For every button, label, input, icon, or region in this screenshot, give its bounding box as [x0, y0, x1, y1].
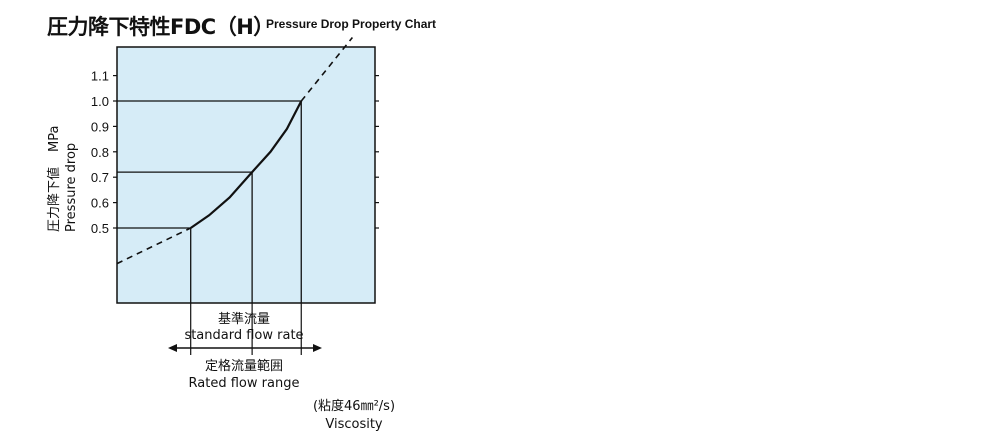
y-tick-label: 0.7 — [91, 170, 109, 185]
pressure-drop-curve — [190, 100, 303, 229]
y-tick-label: 0.8 — [91, 145, 109, 160]
chart-title-en: Pressure Drop Property Chart — [266, 17, 437, 31]
standard-flow-label-en: standard flow rate — [184, 328, 303, 343]
rated-range-label-en: Rated flow range — [189, 376, 300, 391]
y-tick-label: 0.6 — [91, 196, 109, 211]
rated-range-label-jp: 定格流量範囲 — [205, 358, 283, 374]
viscosity-label-jp: (粘度46㎜²/s) — [313, 398, 395, 414]
y-tick-label: 0.9 — [91, 119, 109, 134]
y-tick-label: 1.1 — [91, 69, 109, 84]
y-tick-label: 0.5 — [91, 221, 109, 236]
extrapolation-dashed-line — [116, 227, 192, 265]
rated-range-arrow — [168, 344, 322, 352]
y-axis: 1.1 1.0 0.9 0.8 0.7 0.6 0.5 — [91, 69, 379, 236]
standard-flow-label-jp: 基準流量 — [218, 311, 270, 327]
ylabel-en: Pressure drop — [64, 143, 79, 232]
plot-area — [116, 46, 376, 304]
ylabel-unit: MPa — [47, 126, 62, 152]
ylabel-jp: 圧力降下値 — [46, 167, 62, 232]
extrapolation-dashed-line — [300, 36, 354, 102]
guide-lines — [117, 100, 302, 355]
viscosity-label-en: Viscosity — [325, 417, 383, 432]
y-tick-label: 1.0 — [91, 94, 109, 109]
data-lines — [116, 36, 354, 265]
chart-title-jp: 圧力降下特性FDC（H） — [47, 15, 274, 39]
